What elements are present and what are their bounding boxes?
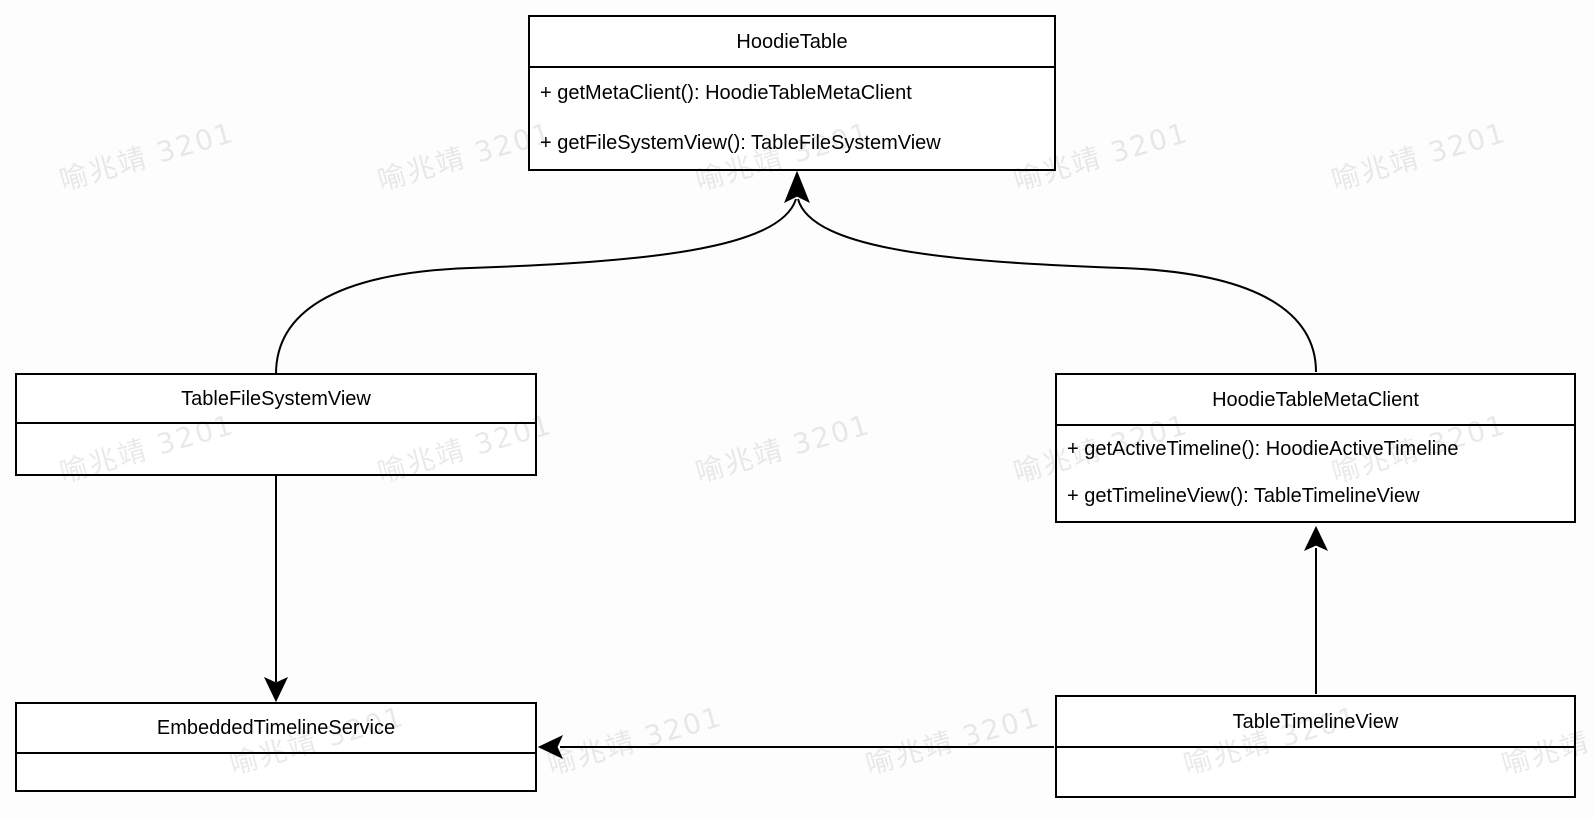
watermark-text: 喻兆靖 3201	[1327, 115, 1511, 198]
class-box-table-timeline-view: TableTimelineView	[1055, 695, 1576, 798]
class-body-empty	[17, 754, 535, 790]
class-title-hoodie-table: HoodieTable	[530, 17, 1054, 68]
class-body-empty	[17, 424, 535, 474]
arrowhead-into-embeddedtimelineservice-top-icon	[263, 676, 289, 703]
watermark-text: 喻兆靖 3201	[543, 699, 727, 782]
arrowhead-into-hoodietable-icon	[784, 170, 810, 204]
watermark-text: 喻兆靖 3201	[55, 115, 239, 198]
class-box-table-file-system-view: TableFileSystemView	[15, 373, 537, 476]
connector-tablefilesystemview-to-hoodietable	[275, 198, 797, 375]
class-title-embedded-timeline-service: EmbeddedTimelineService	[17, 704, 535, 754]
connector-hoodietablemetaclient-to-hoodietable	[797, 198, 1317, 373]
arrowhead-into-hoodietablemetaclient-icon	[1303, 525, 1329, 552]
class-title-table-timeline-view: TableTimelineView	[1057, 697, 1574, 748]
arrowhead-into-embeddedtimelineservice-right-icon	[537, 734, 564, 760]
class-title-hoodie-table-meta-client: HoodieTableMetaClient	[1057, 375, 1574, 426]
watermark-text: 喻兆靖 3201	[691, 407, 875, 490]
watermark-text: 喻兆靖 3201	[861, 699, 1045, 782]
class-method: + getTimelineView(): TableTimelineView	[1067, 485, 1420, 507]
class-title-table-file-system-view: TableFileSystemView	[17, 375, 535, 424]
class-body-empty	[1057, 748, 1574, 796]
class-box-hoodie-table: HoodieTable + getMetaClient(): HoodieTab…	[528, 15, 1056, 171]
class-box-hoodie-table-meta-client: HoodieTableMetaClient + getActiveTimelin…	[1055, 373, 1576, 523]
class-box-embedded-timeline-service: EmbeddedTimelineService	[15, 702, 537, 792]
class-method: + getMetaClient(): HoodieTableMetaClient	[540, 81, 912, 104]
class-method: + getFileSystemView(): TableFileSystemVi…	[540, 131, 941, 154]
class-method: + getActiveTimeline(): HoodieActiveTimel…	[1067, 438, 1459, 460]
